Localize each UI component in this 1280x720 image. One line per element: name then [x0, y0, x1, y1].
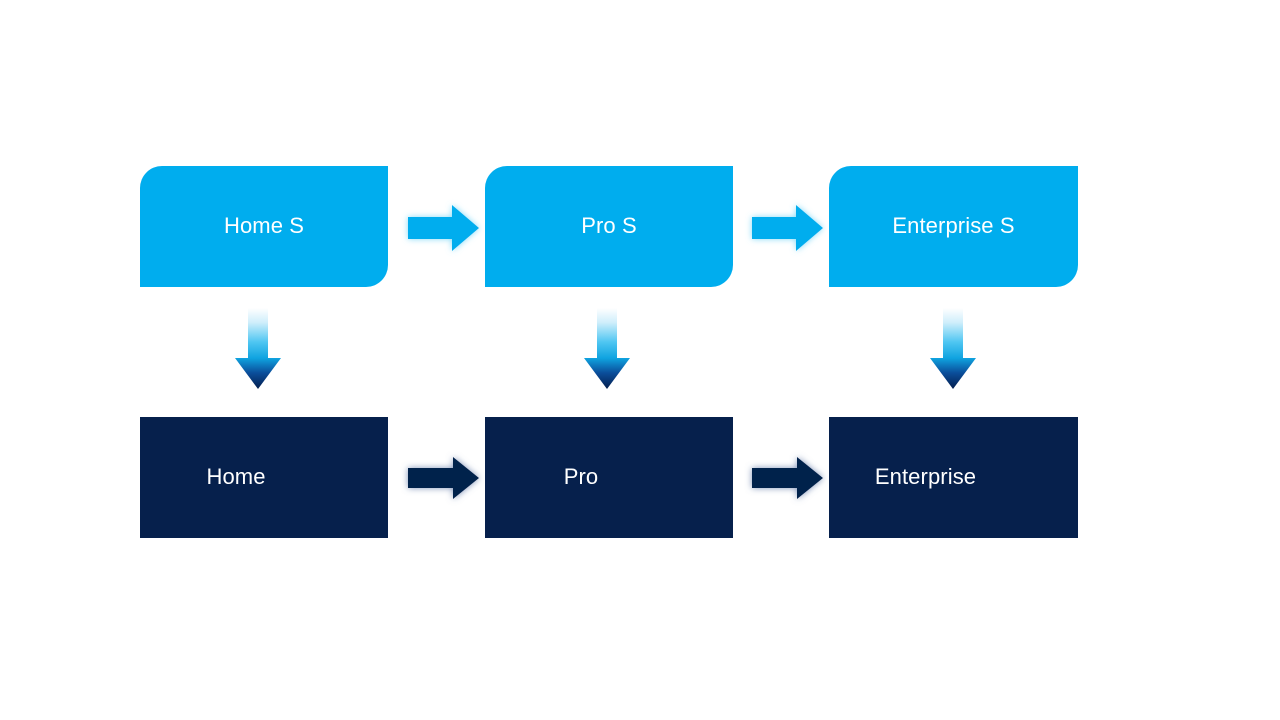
node-pro[interactable]: Pro	[485, 417, 733, 538]
arrow-down-icon	[235, 308, 281, 389]
connector-home-s-to-home	[234, 308, 282, 390]
arrow-down-icon	[930, 308, 976, 389]
node-pro-label: Pro	[563, 464, 599, 490]
arrow-right-icon	[408, 205, 479, 251]
connector-home-s-to-pro-s	[408, 203, 480, 253]
connector-pro-s-to-pro	[583, 308, 631, 390]
node-enterprise-label: Enterprise	[874, 464, 977, 490]
node-enterprise-s-label: Enterprise S	[892, 213, 1015, 239]
arrow-right-icon	[752, 457, 823, 499]
connector-enterprise-s-to-enterprise	[929, 308, 977, 390]
node-enterprise[interactable]: Enterprise	[829, 417, 1078, 538]
connector-pro-to-enterprise	[752, 455, 824, 501]
node-pro-s-label: Pro S	[581, 213, 637, 239]
node-pro-s[interactable]: Pro S	[485, 166, 733, 287]
arrow-right-icon	[408, 457, 479, 499]
node-enterprise-s[interactable]: Enterprise S	[829, 166, 1078, 287]
node-home[interactable]: Home	[140, 417, 388, 538]
arrow-right-icon	[752, 205, 823, 251]
node-home-s[interactable]: Home S	[140, 166, 388, 287]
connector-pro-s-to-enterprise-s	[752, 203, 824, 253]
node-home-label: Home	[206, 464, 266, 490]
connector-home-to-pro	[408, 455, 480, 501]
node-home-s-label: Home S	[223, 213, 305, 239]
arrow-down-icon	[584, 308, 630, 389]
